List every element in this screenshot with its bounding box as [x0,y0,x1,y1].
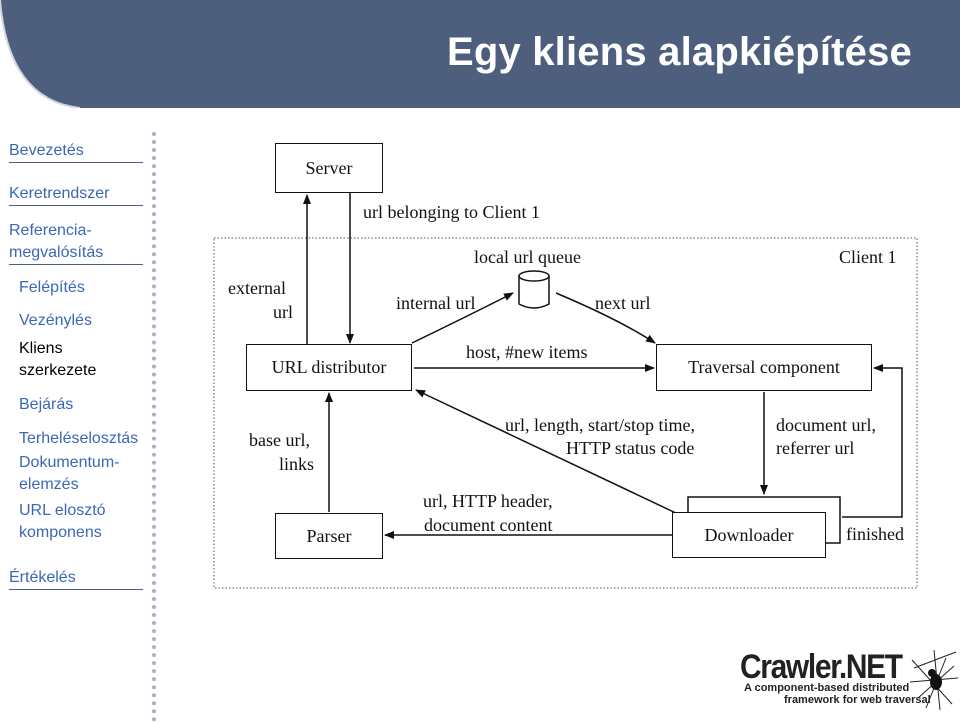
sidebar-item-keretrendszer[interactable]: Keretrendszer [9,183,143,206]
label-external: external [228,278,286,298]
label-next-url: next url [595,293,651,313]
header-corner [0,0,80,108]
sidebar-item-ertekeles[interactable]: Értékelés [9,567,143,590]
label-base-url: base url, [249,430,310,450]
url-distributor-label: URL distributor [271,357,387,377]
label-http-status: HTTP status code [566,438,695,458]
label-referrer-url: referrer url [776,438,855,458]
logo-subtitle-1: A component-based distributed [744,682,910,694]
sidebar-item-referencia[interactable]: Referencia- [9,222,92,239]
label-document-url: document url, [776,415,876,435]
server-box: Server [275,143,383,193]
spider-icon [909,649,959,711]
sidebar-item-felepites[interactable]: Felépítés [19,279,85,296]
sidebar-item-dokumentum[interactable]: Dokumentum- [19,454,120,471]
sidebar-item-bevezetes[interactable]: Bevezetés [9,140,143,163]
sidebar-item-megvalositas[interactable]: megvalósítás [9,242,143,265]
sidebar-item-komponens[interactable]: komponens [19,524,102,541]
sidebar-item-kliens[interactable]: Kliens [19,340,63,357]
label-local-url-queue: local url queue [474,247,581,267]
arrow-finished [842,364,903,518]
parser-label: Parser [306,525,352,546]
label-client-1: Client 1 [839,247,897,267]
label-url-belonging: url belonging to Client 1 [363,202,540,222]
server-label: Server [305,157,353,178]
label-document-content: document content [424,515,553,535]
sidebar-item-bejaras[interactable]: Bejárás [19,396,74,413]
logo-main-text: Crawler.NET [740,648,903,686]
label-http-header: url, HTTP header, [423,491,553,511]
arrow-internal-url [411,292,514,344]
logo-subtitle-2: framework for web traversal [784,694,931,706]
page-title: Egy kliens alapkiépítése [446,30,912,74]
queue-cylinder-icon [518,270,550,309]
sidebar-item-terheleselosztas[interactable]: Terheléselosztás [19,430,139,447]
downloader-box: Downloader [672,512,826,558]
label-url-length: url, length, start/stop time, [505,415,695,435]
crawler-net-logo: Crawler.NET A component-based distribute… [738,648,960,722]
label-internal-url: internal url [396,293,476,313]
sidebar-divider [152,132,156,722]
label-links: links [279,454,315,474]
arrow-downloader-to-distributor [415,389,679,515]
downloader-label: Downloader [704,524,794,545]
arrow-next-url [555,292,656,344]
traversal-component-label: Traversal component [688,357,840,377]
label-host-new-items: host, #new items [466,342,588,362]
header-bar [0,0,960,108]
sidebar-item-url-eloszto[interactable]: URL elosztó [19,502,106,519]
sidebar-item-szerkezete[interactable]: szerkezete [19,362,97,379]
label-external-url: url [273,302,293,322]
sidebar-item-vezenyles[interactable]: Vezénylés [19,312,92,329]
client-frame [213,237,918,589]
url-distributor-box: URL distributor [246,344,412,391]
parser-box: Parser [275,513,383,559]
label-finished: finished [846,524,904,544]
traversal-component-box: Traversal component [656,344,872,391]
sidebar-item-elemzes[interactable]: elemzés [19,476,79,493]
